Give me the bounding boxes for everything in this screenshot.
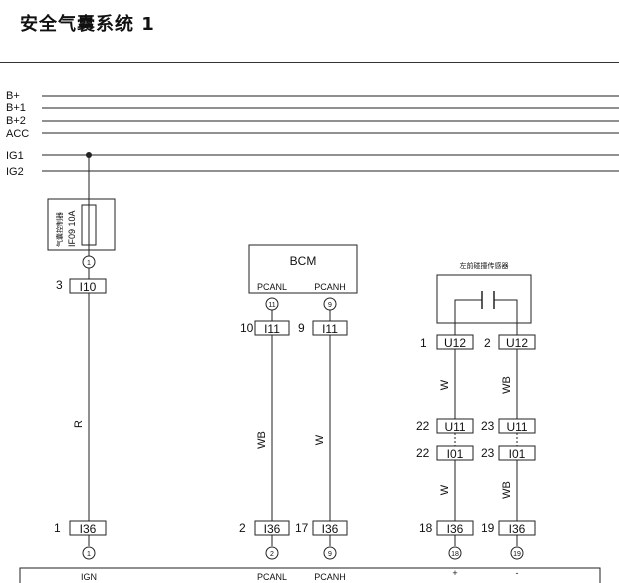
- connector-i01-a-label: I01: [447, 447, 464, 461]
- connector-i11-b-label: I11: [322, 322, 338, 336]
- module-terminal-19-number: 19: [513, 551, 521, 558]
- bottom-pin-2: 2: [239, 521, 246, 535]
- crash-sensor-name: 左前碰撞传感器: [460, 261, 509, 270]
- connector-i10: [69, 278, 107, 294]
- bottom-pin-19: 19: [481, 521, 495, 535]
- connector-i36-1-label: I36: [80, 522, 97, 536]
- connector-u12-b-label: U12: [506, 336, 528, 350]
- power-rails: [42, 95, 619, 172]
- bcm-name: BCM: [290, 254, 317, 268]
- sensor-internal-a: [454, 299, 482, 323]
- bcm-pin-label-pcanh: PCANH: [314, 282, 346, 292]
- module-terminal-9-number: 9: [328, 551, 332, 558]
- pcanl-wire-color: WB: [256, 431, 268, 449]
- rail-label-ig1: IG1: [6, 150, 24, 162]
- sensor-pin-1: 1: [420, 336, 427, 350]
- module-label-plus: +: [452, 568, 457, 578]
- connector-i10-label: I10: [80, 280, 97, 294]
- module-terminal-18-number: 18: [451, 551, 459, 558]
- pcanh-wire-color: W: [314, 434, 326, 445]
- rail-label-b-plus-2: B+2: [6, 115, 26, 127]
- sensor-internal-b: [494, 299, 518, 323]
- connector-i36-1: [69, 520, 107, 536]
- inline-pin-22-b: 22: [416, 446, 430, 460]
- title-divider: [0, 62, 619, 63]
- page-title: 安全气囊系统 1: [20, 14, 155, 35]
- module-terminal-1-number: 1: [87, 551, 91, 558]
- connector-i36-17-label: I36: [322, 522, 339, 536]
- airbag-module-box: [19, 567, 601, 583]
- connector-i36-2-label: I36: [264, 522, 281, 536]
- fuse-terminal-number: 1: [87, 260, 91, 267]
- bcm-pin-9: 9: [298, 321, 305, 335]
- module-terminal-18: [448, 546, 462, 560]
- bcm-terminal-9-number: 9: [328, 302, 332, 309]
- fuse-box: [47, 198, 116, 251]
- bcm-box: [248, 244, 358, 294]
- connector-u12-a-label: U12: [444, 336, 466, 350]
- sensor-a-lower-wire-color: W: [439, 484, 451, 495]
- connector-i36-18-label: I36: [447, 522, 464, 536]
- connector-i36-19-label: I36: [509, 522, 526, 536]
- rail-label-b-plus: B+: [6, 90, 20, 102]
- module-label-minus: -: [516, 568, 519, 578]
- fuse-box-label: 气囊控制器: [55, 212, 64, 247]
- module-terminal-2: [265, 546, 279, 560]
- connector-i01-b-label: I01: [509, 447, 526, 461]
- module-label-ign: IGN: [81, 572, 97, 582]
- sensor-b-lower-wire-color: WB: [501, 481, 513, 499]
- crash-sensor-box: [436, 274, 532, 324]
- module-terminal-9: [323, 546, 337, 560]
- inline-pin-22-a: 22: [416, 419, 430, 433]
- sensor-a-upper-wire-color: W: [439, 379, 451, 390]
- module-terminal-19: [510, 546, 524, 560]
- bottom-pin-17: 17: [295, 521, 309, 535]
- bcm-pin-label-pcanl: PCANL: [257, 282, 287, 292]
- rail-label-b-plus-1: B+1: [6, 102, 26, 114]
- connector-u11-a-label: U11: [444, 420, 465, 434]
- bottom-pin-18: 18: [419, 521, 433, 535]
- rail-label-acc: ACC: [6, 128, 29, 140]
- rail-label-ig2: IG2: [6, 166, 24, 178]
- connector-i11-a-label: I11: [264, 322, 280, 336]
- bcm-terminal-11-number: 11: [268, 302, 275, 309]
- bottom-pin-1: 1: [54, 521, 61, 535]
- sensor-pin-2: 2: [484, 336, 491, 350]
- inline-pin-23-b: 23: [481, 446, 495, 460]
- sensor-b-upper-wire-color: WB: [501, 376, 513, 394]
- fuse-label: IF09 10A: [67, 210, 77, 247]
- connector-u11-b-label: U11: [506, 420, 527, 434]
- module-label-pcanh: PCANH: [314, 572, 346, 582]
- bcm-pin-10: 10: [240, 321, 254, 335]
- inline-pin-23-a: 23: [481, 419, 495, 433]
- module-label-pcanl: PCANL: [257, 572, 287, 582]
- ign-wire-color: R: [73, 420, 85, 428]
- fuse-pin-number: 3: [56, 278, 63, 292]
- module-terminal-2-number: 2: [270, 551, 274, 558]
- module-terminal-1: [82, 546, 96, 560]
